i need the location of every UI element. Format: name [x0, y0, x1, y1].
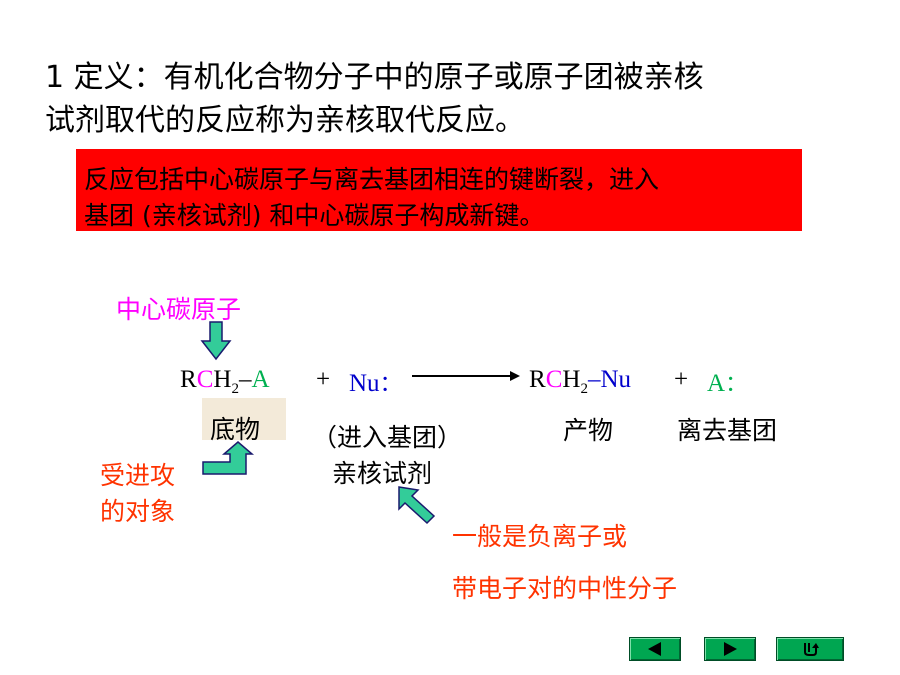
attacked-label-line-2: 的对象: [100, 497, 176, 526]
return-icon: [804, 643, 819, 656]
reactant-h: H: [213, 366, 232, 393]
highlight-line-2: 基团 (亲核试剂) 和中心碳原子构成新键。: [84, 201, 545, 230]
definition-line-2: 试剂取代的反应称为亲核取代反应。: [45, 103, 525, 138]
return-button[interactable]: [776, 637, 844, 661]
reactant-center-carbon: C: [196, 366, 214, 393]
reaction-arrow-icon: [412, 371, 520, 381]
entering-group-label: （进入基团）: [312, 423, 463, 452]
highlight-line-1: 反应包括中心碳原子与离去基团相连的键断裂，进入: [84, 165, 660, 194]
plus-sign-1: +: [316, 366, 331, 393]
reactant-formula: RCH2–A: [180, 366, 270, 398]
attacked-label-line-1: 受进攻: [100, 461, 176, 490]
product-h: H: [562, 366, 581, 393]
substrate-highlight: [202, 398, 286, 440]
leaving-group-label: 离去基团: [677, 416, 778, 445]
nucleophile-label: 亲核试剂: [332, 459, 433, 488]
down-arrow-icon: [200, 321, 232, 361]
plus-sign-2: +: [674, 366, 689, 393]
highlight-box: [76, 149, 802, 231]
reactant-leaving-group: A: [251, 366, 270, 393]
previous-button[interactable]: [629, 637, 681, 661]
diagonal-arrow-icon: [398, 486, 436, 525]
product-r: R: [529, 366, 546, 393]
previous-icon: [648, 642, 661, 656]
note-line-2: 带电子对的中性分子: [452, 574, 678, 603]
product-label: 产物: [563, 416, 614, 445]
reactant-dash: –: [238, 366, 252, 393]
note-line-1: 一般是负离子或: [452, 522, 628, 551]
next-button[interactable]: [704, 637, 756, 661]
bent-arrow-icon: [202, 441, 255, 475]
leaving-group-colon: ：: [725, 372, 748, 397]
center-carbon-label: 中心碳原子: [116, 295, 242, 324]
next-icon: [724, 642, 737, 656]
product-subscript: 2: [580, 381, 588, 397]
nucleophile-formula: Nu：: [349, 366, 402, 398]
nucleophile-colon: ：: [379, 372, 402, 397]
nucleophile-nu: Nu: [349, 370, 380, 397]
substrate-label: 底物: [210, 415, 261, 444]
product-nu: –Nu: [587, 366, 631, 393]
reactant-subscript: 2: [231, 381, 239, 397]
reactant-r: R: [180, 366, 197, 393]
definition-line-1: 1 定义：有机化合物分子中的原子或原子团被亲核: [45, 60, 704, 95]
product-center-carbon: C: [545, 366, 563, 393]
product-formula: RCH2–Nu: [529, 366, 631, 398]
leaving-group-formula: A：: [707, 366, 747, 398]
leaving-group-a: A: [707, 370, 726, 397]
